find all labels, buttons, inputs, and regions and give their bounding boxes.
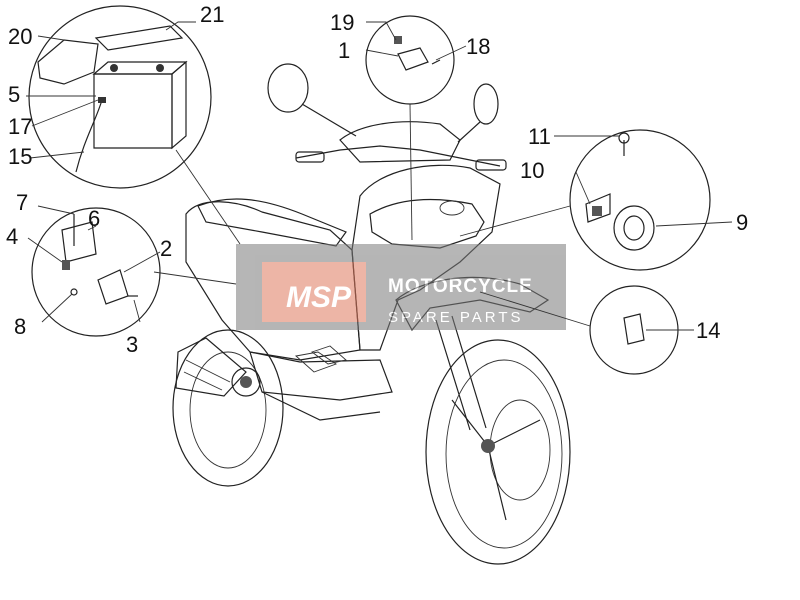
callout-3: 3 (126, 332, 138, 357)
callout-20: 14 (696, 318, 720, 343)
horn-bracket (585, 193, 611, 223)
front-fork (435, 315, 487, 431)
brake-disc (489, 399, 551, 501)
callout-19: 20 (8, 24, 32, 49)
seat (197, 198, 347, 247)
callout-7: 7 (16, 190, 28, 215)
front-rim (445, 359, 563, 549)
left-mirror (267, 63, 309, 113)
exhaust-muffler (175, 337, 247, 397)
relay-screw (431, 59, 441, 65)
battery-detail-group (26, 5, 241, 245)
right-grip (475, 159, 507, 171)
relay-mount-detail-circle (31, 207, 161, 337)
callout-15: 17 (8, 114, 32, 139)
front-hub (481, 439, 495, 453)
callout-10: 10 (520, 158, 544, 183)
bracket-clip (62, 260, 70, 270)
callout-5: 5 (8, 82, 20, 107)
left-grip (295, 151, 325, 163)
relay-detail-circle (365, 15, 455, 105)
battery-cover (94, 25, 184, 51)
battery-detail-circle (28, 5, 212, 189)
right-mirror (473, 83, 499, 125)
callout-18: 19 (330, 10, 354, 35)
cable-clip (623, 313, 645, 345)
callout-labels: 21 20 5 17 15 19 1 18 11 10 9 7 6 4 2 8 … (6, 2, 748, 357)
horn-clip (592, 206, 602, 216)
relay-clip (394, 36, 402, 44)
scooter-illustration (172, 63, 571, 565)
horn (613, 205, 655, 251)
tube-clip (98, 97, 106, 103)
callout-11: 11 (528, 124, 551, 149)
relay-mount-detail-group (27, 205, 237, 337)
battery-pad (37, 39, 99, 85)
watermark-line2: SPARE PARTS (388, 309, 524, 326)
rear-tire (172, 329, 284, 487)
callout-14: 15 (8, 144, 32, 169)
relay-unit (397, 47, 429, 71)
callout-4: 4 (6, 224, 18, 249)
watermark-line1: MOTORCYCLE (388, 276, 533, 297)
callout-8: 8 (14, 314, 26, 339)
callout-9: 9 (736, 210, 748, 235)
rear-body-panel (185, 201, 361, 361)
watermark-logo-bg (262, 262, 366, 322)
rear-hub (231, 367, 261, 397)
horn-detail-circle (569, 129, 711, 271)
rear-hub-center (240, 376, 252, 388)
breather-tube (75, 99, 103, 173)
callout-21: 21 (200, 2, 224, 27)
watermark-logo: MSP (286, 281, 352, 314)
callout-6: 6 (88, 206, 100, 231)
callout-1: 1 (338, 38, 350, 63)
callout-2: 2 (160, 236, 172, 261)
relay-detail-group (365, 15, 467, 241)
shield-panel (369, 198, 485, 249)
horn-detail-group (459, 129, 733, 271)
mount-bracket (61, 221, 97, 263)
relay-2-unit (97, 269, 129, 305)
battery-body (93, 73, 173, 149)
callout-17: 18 (466, 34, 490, 59)
bracket-nut (70, 288, 78, 296)
front-tire (425, 339, 571, 565)
handlebar-cover (339, 121, 461, 163)
rear-rim (189, 351, 267, 469)
cable-clip-detail-group (479, 285, 694, 375)
watermark: MSP MOTORCYCLE SPARE PARTS (236, 244, 566, 330)
